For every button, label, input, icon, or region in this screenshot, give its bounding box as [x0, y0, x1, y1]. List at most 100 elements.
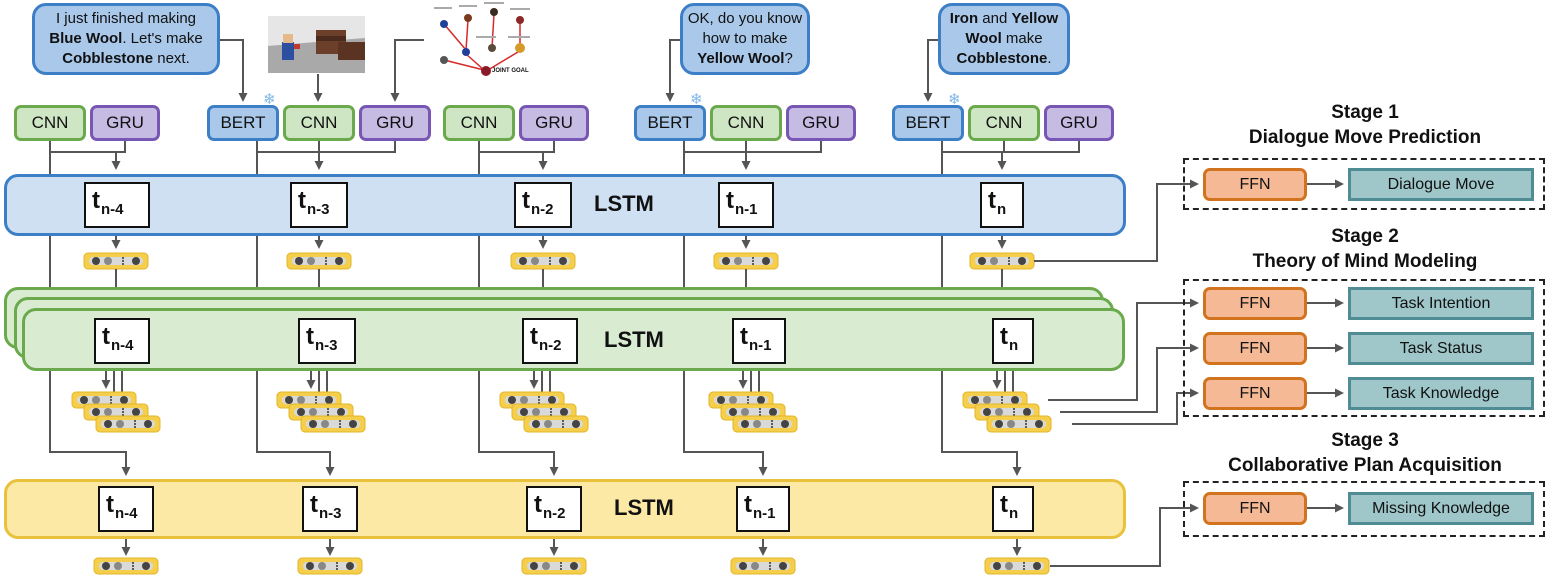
hidden-state-vector [300, 415, 366, 433]
timestep-t: t [306, 323, 314, 350]
timestep-sub: n-1 [749, 337, 772, 354]
output-missing-knowledge: Missing Knowledge [1348, 492, 1534, 525]
timestep-box: tn-3 [302, 486, 358, 532]
to-task-knowledge-arrow [1072, 388, 1199, 425]
timestep-sub: n-4 [115, 505, 138, 522]
timestep-box: tn-1 [732, 318, 786, 364]
timestep-t: t [534, 491, 542, 518]
bert-encoder-2: BERT [207, 105, 279, 141]
output-task-status: Task Status [1348, 332, 1534, 365]
speech-bubble-3: Iron and Yellow Wool make Cobblestone. [938, 3, 1070, 75]
game-scene-drawing [268, 16, 365, 73]
hidden-state-vector [95, 415, 161, 433]
frozen-snowflake-icon: ❄ [690, 91, 703, 108]
ffn-task-knowledge: FFN [1203, 377, 1307, 410]
gru-encoder-4: GRU [786, 105, 856, 141]
ffn-dialogue-move: FFN [1203, 168, 1307, 201]
timestep-t: t [522, 187, 530, 214]
bubble-to-bert-arrow [923, 39, 938, 102]
timestep-t: t [740, 323, 748, 350]
stage-3-title: Stage 3 [1331, 430, 1399, 451]
timestep-box: tn-4 [94, 318, 150, 364]
hidden-state-vector [986, 415, 1052, 433]
timestep-box: tn-2 [526, 486, 582, 532]
to-stage-3-arrow [1050, 503, 1199, 567]
speech-bubble-2-line3: Yellow Wool? [697, 49, 793, 69]
speech-bubble-2-line2: how to make [702, 30, 788, 47]
to-task-intention-arrow [1048, 298, 1199, 401]
speech-bubble-1-line3: Cobblestone next. [62, 49, 190, 69]
bert-encoder-5: BERT [892, 105, 964, 141]
hidden-state-vector [523, 415, 589, 433]
stage-1-container [1183, 158, 1545, 210]
timestep-t: t [744, 491, 752, 518]
ffn-missing-knowledge: FFN [1203, 492, 1307, 525]
speech-bubble-2-bold-1: Yellow Wool [697, 50, 785, 67]
merge-line [257, 141, 396, 153]
timestep-t: t [310, 491, 318, 518]
timestep-box: tn [992, 486, 1034, 532]
timestep-sub: n-4 [101, 201, 124, 218]
frozen-snowflake-icon: ❄ [263, 91, 276, 108]
gru-encoder-3: GRU [519, 105, 589, 141]
timestep-sub: n [1009, 337, 1019, 354]
timestep-sub: n-1 [753, 505, 776, 522]
stage-2-title: Stage 2 [1331, 226, 1399, 247]
cnn-encoder-4: CNN [710, 105, 782, 141]
speech-bubble-3-bold-1: Iron [949, 10, 979, 27]
timestep-sub: n-1 [735, 201, 758, 218]
cnn-encoder-3: CNN [443, 105, 515, 141]
timestep-box: tn-4 [84, 182, 150, 228]
merge-line [479, 141, 555, 153]
hidden-state-vector [93, 557, 159, 575]
timestep-sub: n-2 [531, 201, 554, 218]
hidden-state-vector [286, 252, 352, 270]
speech-bubble-2-line1: OK, do you know [687, 10, 803, 27]
bubble-to-bert-arrow [665, 39, 680, 102]
lstm-band-plan-label: LSTM [614, 495, 674, 520]
goal-to-gru-arrow [390, 39, 424, 102]
hidden-state-vector [521, 557, 587, 575]
speech-bubble-3-line1: Iron and Yellow [950, 9, 1058, 29]
timestep-box: tn-3 [290, 182, 348, 228]
output-task-knowledge: Task Knowledge [1348, 377, 1534, 410]
cnn-encoder-5: CNN [968, 105, 1040, 141]
joint-goal-image: JOINT GOAL [424, 2, 538, 82]
joint-goal-caption: JOINT GOAL [492, 68, 529, 74]
frozen-snowflake-icon: ❄ [948, 91, 961, 108]
speech-bubble-1-after-1: . Let's make [122, 30, 203, 47]
timestep-sub: n-2 [539, 337, 562, 354]
timestep-t: t [92, 187, 100, 214]
speech-bubble-3-bold-3: Wool [965, 30, 1002, 47]
output-task-intention: Task Intention [1348, 287, 1534, 320]
timestep-t: t [106, 491, 114, 518]
speech-bubble-1-bold-1: Blue Wool [49, 30, 123, 47]
stage-3-container [1183, 481, 1545, 537]
stage-2-name: Theory of Mind Modeling [1252, 251, 1478, 272]
stage-1-name: Dialogue Move Prediction [1248, 127, 1482, 148]
speech-bubble-1-bold-2: Cobblestone [62, 50, 154, 67]
lstm-band-dialogue-label: LSTM [594, 191, 654, 216]
timestep-sub: n-3 [307, 201, 330, 218]
bert-encoder-4: BERT [634, 105, 706, 141]
hidden-state-vector [510, 252, 576, 270]
timestep-sub: n-2 [543, 505, 566, 522]
speech-bubble-3-line2: Wool make [965, 29, 1042, 49]
timestep-box: tn [980, 182, 1024, 228]
hidden-state-vector [732, 415, 798, 433]
timestep-t: t [988, 187, 996, 214]
output-dialogue-move: Dialogue Move [1348, 168, 1534, 201]
timestep-box: tn-3 [298, 318, 356, 364]
lstm-band-tom-label: LSTM [604, 327, 664, 352]
timestep-sub: n [1009, 505, 1019, 522]
timestep-t: t [530, 323, 538, 350]
gru-encoder-5: GRU [1044, 105, 1114, 141]
hidden-state-vector [713, 252, 779, 270]
timestep-sub: n-3 [319, 505, 342, 522]
speech-bubble-3-bold-4: Cobblestone [956, 50, 1048, 67]
joint-goal-drawing [424, 2, 538, 82]
timestep-box: tn-2 [514, 182, 572, 228]
speech-bubble-1: I just finished making Blue Wool. Let's … [32, 3, 220, 75]
